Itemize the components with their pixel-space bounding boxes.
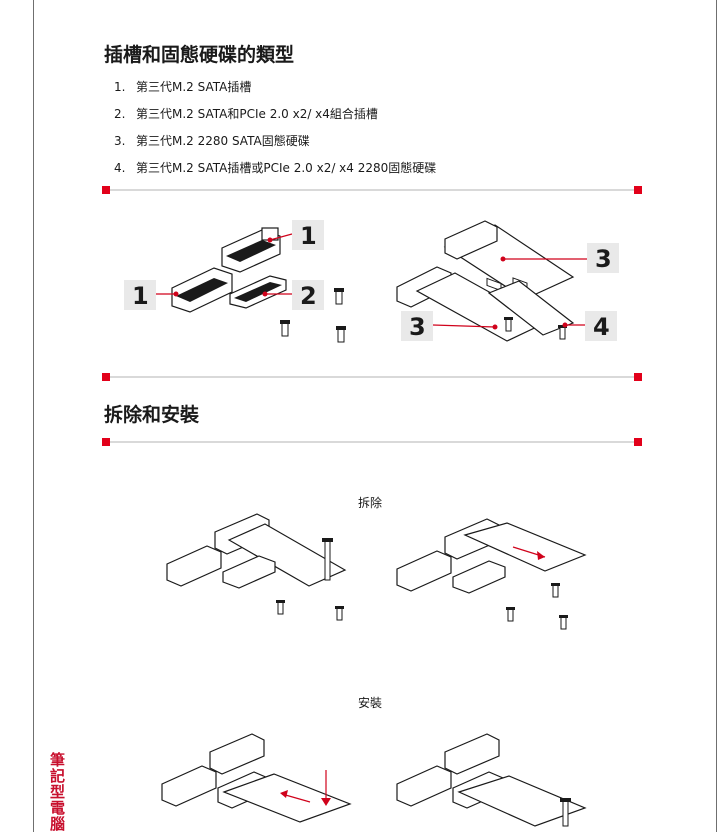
screw-illustration xyxy=(280,320,290,337)
m2-slot-illustration xyxy=(171,267,233,313)
removal-step1-illustration xyxy=(166,513,347,621)
install-caption: 安裝 xyxy=(358,696,383,710)
svg-text:3: 3 xyxy=(595,245,612,273)
ssd-types-illustration: 3 3 4 xyxy=(396,220,619,342)
callout-dot xyxy=(562,322,568,328)
screw-illustration xyxy=(551,583,560,598)
svg-text:2: 2 xyxy=(300,282,317,310)
screw-illustration xyxy=(335,606,344,621)
screw-illustration xyxy=(506,607,515,622)
callout-line xyxy=(432,324,496,328)
callout-label-1: 1 xyxy=(124,280,156,310)
callout-label-4: 4 xyxy=(585,311,617,341)
m2-slot-illustration xyxy=(221,227,281,273)
slot-types-illustration: 1 1 2 xyxy=(124,220,346,343)
list-item: 1.第三代M.2 SATA插槽 xyxy=(114,80,252,94)
screw-illustration xyxy=(504,317,513,332)
install-step1-illustration xyxy=(161,733,352,823)
list-item: 3.第三代M.2 2280 SATA固態硬碟 xyxy=(114,134,310,148)
callout-dot xyxy=(173,291,179,297)
callout-label-2: 2 xyxy=(292,280,324,310)
section-title-types: 插槽和固態硬碟的類型 xyxy=(104,44,295,66)
right-margin-rule xyxy=(716,0,717,832)
list-item: 4.第三代M.2 SATA插槽或PCIe 2.0 x2/ x4 2280固態硬碟 xyxy=(114,161,437,175)
section-title-install: 拆除和安裝 xyxy=(104,404,200,426)
screw-illustration xyxy=(336,326,346,343)
screw-illustration xyxy=(334,288,344,305)
removal-step2-illustration xyxy=(396,518,587,630)
install-step2-illustration xyxy=(396,733,587,827)
m2-slot-illustration xyxy=(396,220,498,308)
callout-dot xyxy=(262,291,268,297)
callout-label-3: 3 xyxy=(401,311,433,341)
callout-dot xyxy=(500,256,506,262)
callout-label-1: 1 xyxy=(292,220,324,250)
section-divider xyxy=(102,438,642,446)
svg-text:1: 1 xyxy=(300,222,317,250)
side-tab-notebook: 筆記型電腦 xyxy=(48,752,66,832)
svg-text:3: 3 xyxy=(409,313,426,341)
screw-illustration xyxy=(558,325,567,340)
types-list: 1.第三代M.2 SATA插槽 2.第三代M.2 SATA和PCIe 2.0 x… xyxy=(114,79,436,187)
screw-illustration xyxy=(276,600,285,615)
screw-illustration xyxy=(559,615,568,630)
left-margin-rule xyxy=(33,0,34,832)
section-divider xyxy=(102,373,642,381)
section-divider xyxy=(102,186,642,194)
ssd-board-illustration xyxy=(415,272,575,342)
callout-dot xyxy=(267,237,273,243)
svg-text:4: 4 xyxy=(593,313,610,341)
m2-combo-slot-illustration xyxy=(229,275,287,309)
callout-dot xyxy=(492,324,498,330)
removal-caption: 拆除 xyxy=(358,496,383,510)
callout-line xyxy=(269,233,293,241)
callout-label-3: 3 xyxy=(587,243,619,273)
list-item: 2.第三代M.2 SATA和PCIe 2.0 x2/ x4組合插槽 xyxy=(114,107,378,121)
svg-text:1: 1 xyxy=(132,282,149,310)
